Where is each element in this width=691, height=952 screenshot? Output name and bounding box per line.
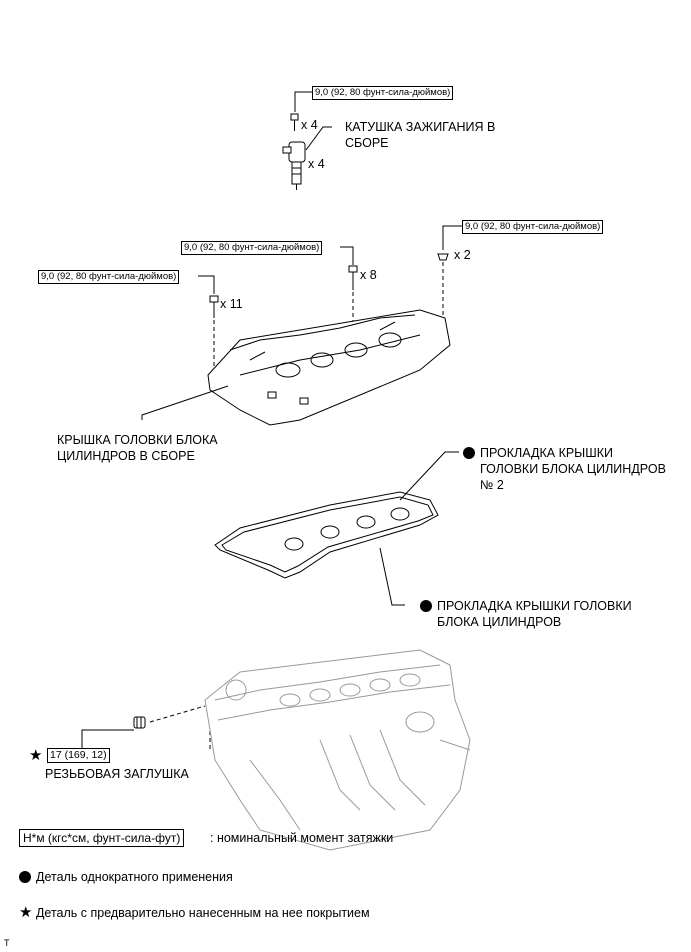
legend-non-reusable: Деталь однократного применения (19, 869, 233, 885)
torque-spec-cover-nut-2: 9,0 (92, 80 фунт-сила-дюймов) (462, 220, 604, 234)
precoated-star-icon: ★ (19, 904, 33, 921)
qty-cover-nut-2: x 2 (454, 248, 471, 262)
coil-bolt-icon (290, 113, 299, 131)
legend-precoated: ★ Деталь с предварительно нанесенным на … (19, 905, 370, 921)
non-reusable-dot-icon (463, 447, 475, 459)
torque-spec-cover-bolt-11: 9,0 (92, 80 фунт-сила-дюймов) (38, 270, 180, 284)
cover-bolt-icon (209, 295, 219, 318)
precoated-star-icon: ★ (29, 747, 43, 764)
cylinder-head-icon (204, 649, 471, 851)
label-gasket-2-line3: № 2 (480, 478, 504, 492)
torque-spec-plug: 17 (169, 12) (47, 748, 110, 763)
ignition-coil-icon (282, 141, 306, 190)
label-gasket-2: ПРОКЛАДКА КРЫШКИ ГОЛОВКИ БЛОКА ЦИЛИНДРОВ… (463, 445, 666, 493)
legend-torque-unit: Н*м (кгс*см, фунт-сила-фут) (19, 829, 185, 847)
qty-coil: x 4 (308, 157, 325, 171)
legend-torque-desc: : номинальный момент затяжки (210, 831, 394, 845)
non-reusable-dot-icon (420, 600, 432, 612)
qty-coil-bolt: x 4 (301, 118, 318, 132)
label-head-cover-line1: КРЫШКА ГОЛОВКИ БЛОКА (57, 433, 218, 447)
torque-spec-cover-bolt-8: 9,0 (92, 80 фунт-сила-дюймов) (181, 241, 323, 255)
label-head-cover: КРЫШКА ГОЛОВКИ БЛОКА ЦИЛИНДРОВ В СБОРЕ (57, 432, 218, 464)
label-plug: РЕЗЬБОВАЯ ЗАГЛУШКА (45, 767, 189, 781)
label-head-cover-line2: ЦИЛИНДРОВ В СБОРЕ (57, 449, 195, 463)
cover-bolt-icon (348, 265, 358, 290)
label-gasket-2-line2: ГОЛОВКИ БЛОКА ЦИЛИНДРОВ (480, 462, 666, 476)
corner-mark: T (4, 938, 10, 948)
label-ignition-coil-line2: СБОРЕ (345, 136, 389, 150)
label-gasket-2-line1: ПРОКЛАДКА КРЫШКИ (480, 446, 613, 460)
label-gasket: ПРОКЛАДКА КРЫШКИ ГОЛОВКИ БЛОКА ЦИЛИНДРОВ (420, 598, 632, 630)
cover-nut-icon (437, 253, 449, 261)
label-gasket-line1: ПРОКЛАДКА КРЫШКИ ГОЛОВКИ (437, 599, 632, 613)
qty-cover-bolt-8: x 8 (360, 268, 377, 282)
threaded-plug-icon (133, 716, 146, 729)
torque-spec-coil-bolt: 9,0 (92, 80 фунт-сила-дюймов) (312, 86, 454, 100)
legend-non-reusable-text: Деталь однократного применения (36, 870, 233, 884)
label-ignition-coil-line1: КАТУШКА ЗАЖИГАНИЯ В (345, 120, 496, 134)
cylinder-head-cover-icon (207, 309, 451, 426)
label-ignition-coil: КАТУШКА ЗАЖИГАНИЯ В СБОРЕ (345, 119, 495, 151)
legend-precoated-text: Деталь с предварительно нанесенным на не… (35, 906, 370, 920)
label-gasket-line2: БЛОКА ЦИЛИНДРОВ (437, 615, 562, 629)
non-reusable-dot-icon (19, 871, 31, 883)
qty-cover-bolt-11: x 11 (220, 297, 243, 311)
head-cover-gasket-icon (214, 491, 439, 579)
